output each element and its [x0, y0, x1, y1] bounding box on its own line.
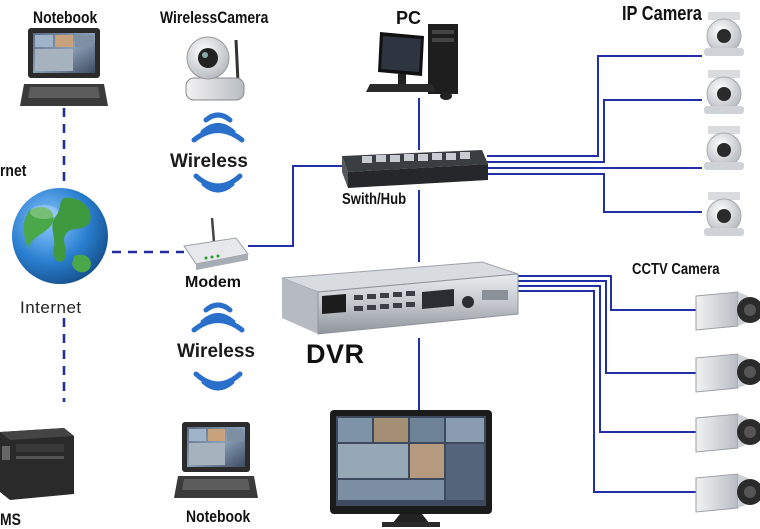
cctv-camera-icon — [695, 353, 760, 393]
monitor-icon — [330, 410, 492, 527]
internet-label: Internet — [20, 298, 82, 317]
link-switch-ipcam-2 — [487, 99, 702, 163]
ip-camera-icon — [704, 12, 744, 56]
dvr-icon — [281, 261, 519, 335]
wireless-camera-icon — [185, 36, 245, 101]
notebook-label: Notebook — [33, 8, 98, 27]
link-dvr-cctv-3 — [517, 285, 696, 433]
wireless-label-upper: Wireless — [170, 151, 248, 172]
internet-title-label: rnet — [0, 161, 27, 180]
cctv-camera-icon — [695, 473, 760, 513]
ip-camera-icon — [704, 126, 744, 170]
globe-icon — [12, 188, 108, 284]
pc-label: PC — [396, 8, 422, 28]
dvr-label: DVR — [306, 339, 365, 369]
switch-hub-label: Swith/Hub — [342, 191, 407, 208]
ip-camera-icon — [704, 192, 744, 236]
ip-camera-group — [704, 12, 744, 236]
wireless-label-lower: Wireless — [177, 341, 255, 362]
link-switch-ipcam-1 — [487, 55, 702, 157]
cctv-camera-group — [695, 291, 760, 513]
ip-camera-label: IP Camera — [622, 3, 702, 25]
notebook-icon — [20, 28, 108, 106]
switch-icon — [342, 150, 488, 188]
cctv-camera-icon — [695, 291, 760, 331]
link-dvr-cctv-2 — [517, 280, 696, 374]
wireless-camera-label: WirelessCamera — [160, 8, 269, 27]
notebook-label-bottom: Notebook — [186, 507, 251, 526]
notebook-icon — [174, 422, 258, 498]
ip-camera-icon — [704, 70, 744, 114]
cctv-camera-label: CCTV Camera — [632, 261, 720, 278]
link-switch-ipcam-4 — [487, 173, 702, 213]
modem-label: Modem — [185, 274, 241, 291]
dashed-links — [62, 108, 184, 402]
wifi-icon — [191, 112, 245, 193]
connections — [62, 55, 702, 493]
modem-icon — [183, 217, 249, 270]
link-dvr-cctv-4 — [517, 290, 696, 493]
cms-server-icon — [0, 428, 74, 500]
link-modem-switch — [248, 165, 342, 247]
cctv-camera-icon — [695, 413, 760, 453]
link-dvr-cctv-1 — [517, 275, 696, 311]
solid-links — [248, 55, 702, 493]
wifi-icon — [191, 302, 245, 391]
cms-label: MS — [0, 510, 21, 529]
pc-icon — [366, 24, 458, 100]
